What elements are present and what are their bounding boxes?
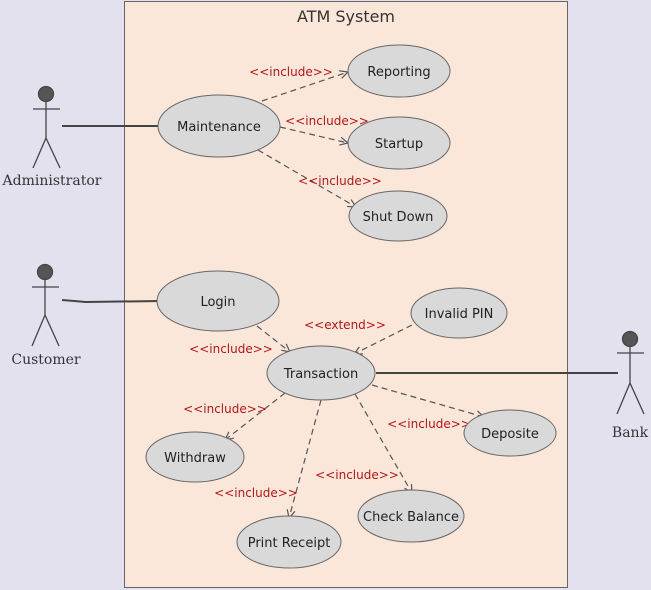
use-case-label-login: Login: [200, 295, 235, 310]
include-edge-transaction-checkbalance: [354, 393, 412, 493]
actor-administrator-head: [37, 85, 55, 103]
use-case-check-balance[interactable]: [357, 489, 465, 543]
include-label-withdraw: <<include>>: [183, 402, 267, 416]
use-case-label-deposite: Deposite: [481, 427, 539, 442]
use-case-shut-down[interactable]: [348, 190, 448, 242]
use-case-label-startup: Startup: [375, 137, 423, 152]
include-edge-login-transaction: [256, 325, 290, 352]
include-edge-transaction-printreceipt: [289, 399, 322, 518]
use-case-maintenance[interactable]: [157, 94, 281, 158]
actor-label-bank: Bank: [612, 425, 649, 441]
actor-bank-head: [621, 330, 639, 348]
use-case-label-transaction: Transaction: [283, 367, 358, 382]
use-case-label-print-receipt: Print Receipt: [248, 536, 331, 551]
include-edge-maintenance-startup: [279, 126, 348, 143]
include-label-reporting: <<include>>: [249, 65, 333, 79]
actor-administrator[interactable]: [32, 85, 61, 169]
extend-edge-invalidpin-transaction: [354, 324, 413, 354]
extend-label-invalidpin: <<extend>>: [304, 318, 386, 332]
actor-customer-head: [36, 263, 54, 281]
use-case-invalid-pin[interactable]: [410, 287, 508, 339]
system-title: ATM System: [297, 7, 395, 26]
include-label-startup: <<include>>: [285, 114, 369, 128]
use-case-transaction[interactable]: [266, 345, 376, 401]
actor-customer[interactable]: [31, 263, 60, 347]
actor-label-customer: Customer: [11, 352, 81, 368]
use-case-startup[interactable]: [347, 116, 451, 170]
include-edge-maintenance-reporting: [261, 72, 348, 102]
include-label-printreceipt: <<include>>: [214, 486, 298, 500]
use-case-login[interactable]: [156, 270, 280, 332]
actor-bank[interactable]: [616, 330, 645, 415]
use-case-label-maintenance: Maintenance: [177, 120, 261, 135]
use-case-reporting[interactable]: [347, 44, 451, 98]
use-case-label-reporting: Reporting: [367, 65, 430, 80]
use-case-deposite[interactable]: [463, 409, 557, 457]
use-case-withdraw[interactable]: [145, 431, 245, 483]
actor-label-administrator: Administrator: [2, 173, 102, 189]
include-edge-maintenance-shutdown: [257, 149, 356, 207]
use-case-label-check-balance: Check Balance: [363, 510, 459, 525]
use-case-label-shut-down: Shut Down: [363, 210, 434, 225]
association-customer-login: [61, 299, 161, 304]
include-label-shutdown: <<include>>: [298, 174, 382, 188]
use-case-label-withdraw: Withdraw: [164, 451, 226, 466]
use-case-print-receipt[interactable]: [236, 515, 342, 569]
use-case-label-invalid-pin: Invalid PIN: [425, 307, 494, 322]
include-label-checkbalance: <<include>>: [315, 468, 399, 482]
include-label-deposite: <<include>>: [387, 417, 471, 431]
include-edge-transaction-withdraw: [225, 392, 286, 440]
include-label-login: <<include>>: [189, 342, 273, 356]
